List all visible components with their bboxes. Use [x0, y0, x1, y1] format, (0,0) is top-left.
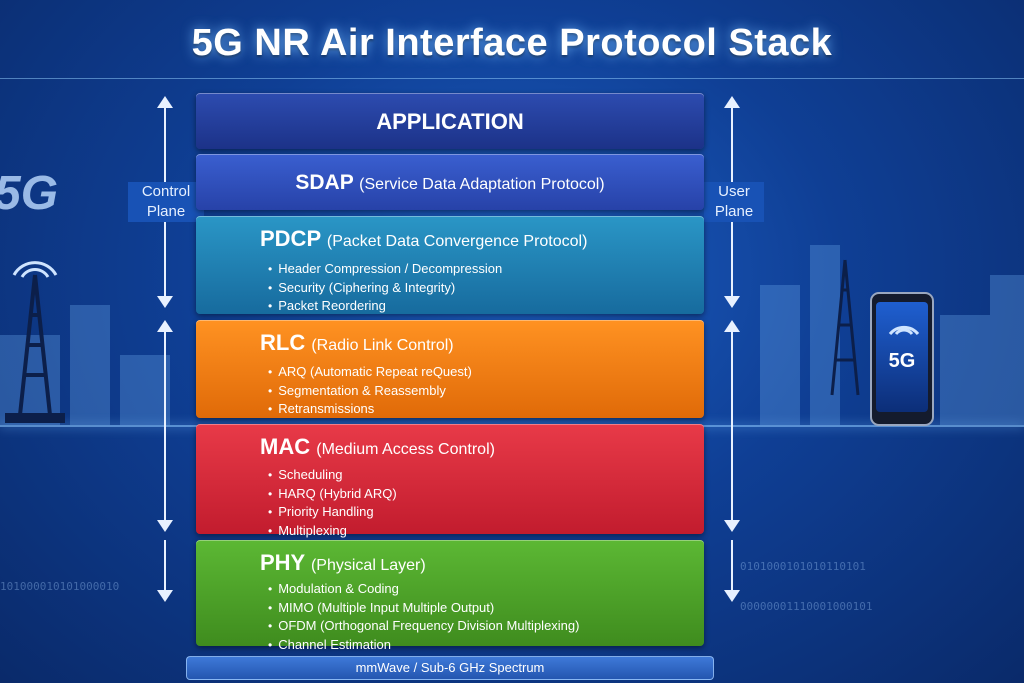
- smartphone-screen: 5G: [876, 302, 928, 412]
- arrow-up-icon: [157, 320, 173, 332]
- layer-phy-name: PHY: [260, 550, 305, 575]
- user-plane-label-line2: Plane: [714, 203, 754, 220]
- layer-pdcp-functions: Header Compression / Decompression Secur…: [268, 260, 502, 316]
- phone-5g-logo: 5G: [888, 350, 916, 372]
- list-item: Security (Ciphering & Integrity): [268, 279, 502, 298]
- control-plane-arrow-lower: [157, 320, 173, 532]
- layer-mac-functions: Scheduling HARQ (Hybrid ARQ) Priority Ha…: [268, 466, 397, 541]
- layer-sdap-name: SDAP: [295, 171, 354, 194]
- layer-sdap-title: SDAP (Service Data Adaptation Protocol): [196, 171, 704, 195]
- layer-pdcp: PDCP (Packet Data Convergence Protocol) …: [196, 216, 704, 314]
- layer-rlc: RLC (Radio Link Control) ARQ (Automatic …: [196, 320, 704, 418]
- list-item: Scheduling: [268, 466, 397, 485]
- user-plane-label: User Plane: [704, 182, 764, 222]
- page-title: 5G NR Air Interface Protocol Stack: [191, 22, 833, 64]
- binary-pattern: 00000001110001000101: [740, 600, 873, 613]
- layer-phy-title: PHY (Physical Layer): [260, 550, 426, 576]
- smartphone-icon: 5G: [870, 292, 934, 426]
- list-item: Modulation & Coding: [268, 580, 579, 599]
- list-item: Header Compression / Decompression: [268, 260, 502, 279]
- background-line: [0, 78, 1024, 79]
- arrow-down-icon: [157, 296, 173, 308]
- signal-wave-icon: [888, 325, 920, 336]
- arrow-up-icon: [724, 96, 740, 108]
- list-item: Segmentation & Reassembly: [268, 382, 472, 401]
- layer-sdap-full: (Service Data Adaptation Protocol): [359, 176, 605, 193]
- layer-pdcp-title: PDCP (Packet Data Convergence Protocol): [260, 226, 587, 252]
- arrow-down-icon: [724, 296, 740, 308]
- binary-pattern: 0101000101010110101: [740, 560, 866, 573]
- cell-tower-icon: [5, 261, 65, 423]
- skyline-building: [120, 355, 170, 425]
- list-item: ARQ (Automatic Repeat reQuest): [268, 363, 472, 382]
- radio-tower-icon: [830, 259, 860, 396]
- skyline-building: [760, 285, 800, 425]
- control-plane-arrow-bottom: [157, 540, 173, 602]
- arrow-up-icon: [157, 96, 173, 108]
- list-item: Priority Handling: [268, 503, 397, 522]
- layer-pdcp-name: PDCP: [260, 226, 321, 251]
- control-plane-label-line1: Control: [141, 183, 191, 200]
- arrow-down-icon: [157, 520, 173, 532]
- layer-application-name: APPLICATION: [376, 109, 524, 134]
- layer-rlc-title: RLC (Radio Link Control): [260, 330, 454, 356]
- arrow-down-icon: [157, 590, 173, 602]
- user-plane-arrow-lower: [724, 320, 740, 532]
- list-item: Multiplexing: [268, 522, 397, 541]
- layer-phy-functions: Modulation & Coding MIMO (Multiple Input…: [268, 580, 579, 654]
- skyline-building: [810, 245, 840, 425]
- list-item: Channel Estimation: [268, 636, 579, 655]
- binary-pattern: 101000010101000010: [0, 580, 120, 593]
- list-item: MIMO (Multiple Input Multiple Output): [268, 599, 579, 618]
- skyline-building: [990, 275, 1024, 425]
- list-item: Packet Reordering: [268, 297, 502, 316]
- skyline-building: [70, 305, 110, 425]
- control-plane-label: Control Plane: [128, 182, 204, 222]
- skyline-building: [940, 315, 990, 425]
- 5g-logo-icon: 5G: [0, 167, 59, 220]
- user-plane-arrow-bottom: [724, 540, 740, 602]
- list-item: Retransmissions: [268, 400, 472, 419]
- list-item: OFDM (Orthogonal Frequency Division Mult…: [268, 617, 579, 636]
- arrow-up-icon: [724, 320, 740, 332]
- arrow-down-icon: [724, 590, 740, 602]
- layer-pdcp-full: (Packet Data Convergence Protocol): [326, 233, 588, 250]
- layer-application: APPLICATION: [196, 93, 704, 149]
- list-item: HARQ (Hybrid ARQ): [268, 485, 396, 504]
- layer-mac-name: MAC: [260, 434, 311, 459]
- layer-sdap: SDAP (Service Data Adaptation Protocol): [196, 154, 704, 210]
- layer-phy-full: (Physical Layer): [310, 557, 426, 574]
- layer-rlc-name: RLC: [260, 330, 306, 355]
- arrow-down-icon: [724, 520, 740, 532]
- layer-rlc-functions: ARQ (Automatic Repeat reQuest) Segmentat…: [268, 363, 472, 419]
- spectrum-bar: mmWave / Sub-6 GHz Spectrum: [186, 656, 714, 680]
- layer-mac-full: (Medium Access Control): [316, 441, 495, 458]
- layer-mac: MAC (Medium Access Control) Scheduling H…: [196, 424, 704, 538]
- control-plane-label-line2: Plane: [146, 203, 186, 220]
- layer-mac-title: MAC (Medium Access Control): [260, 434, 495, 460]
- layer-phy: PHY (Physical Layer) Modulation & Coding…: [196, 540, 704, 652]
- user-plane-label-line1: User: [718, 183, 750, 200]
- layer-rlc-full: (Radio Link Control): [311, 337, 454, 354]
